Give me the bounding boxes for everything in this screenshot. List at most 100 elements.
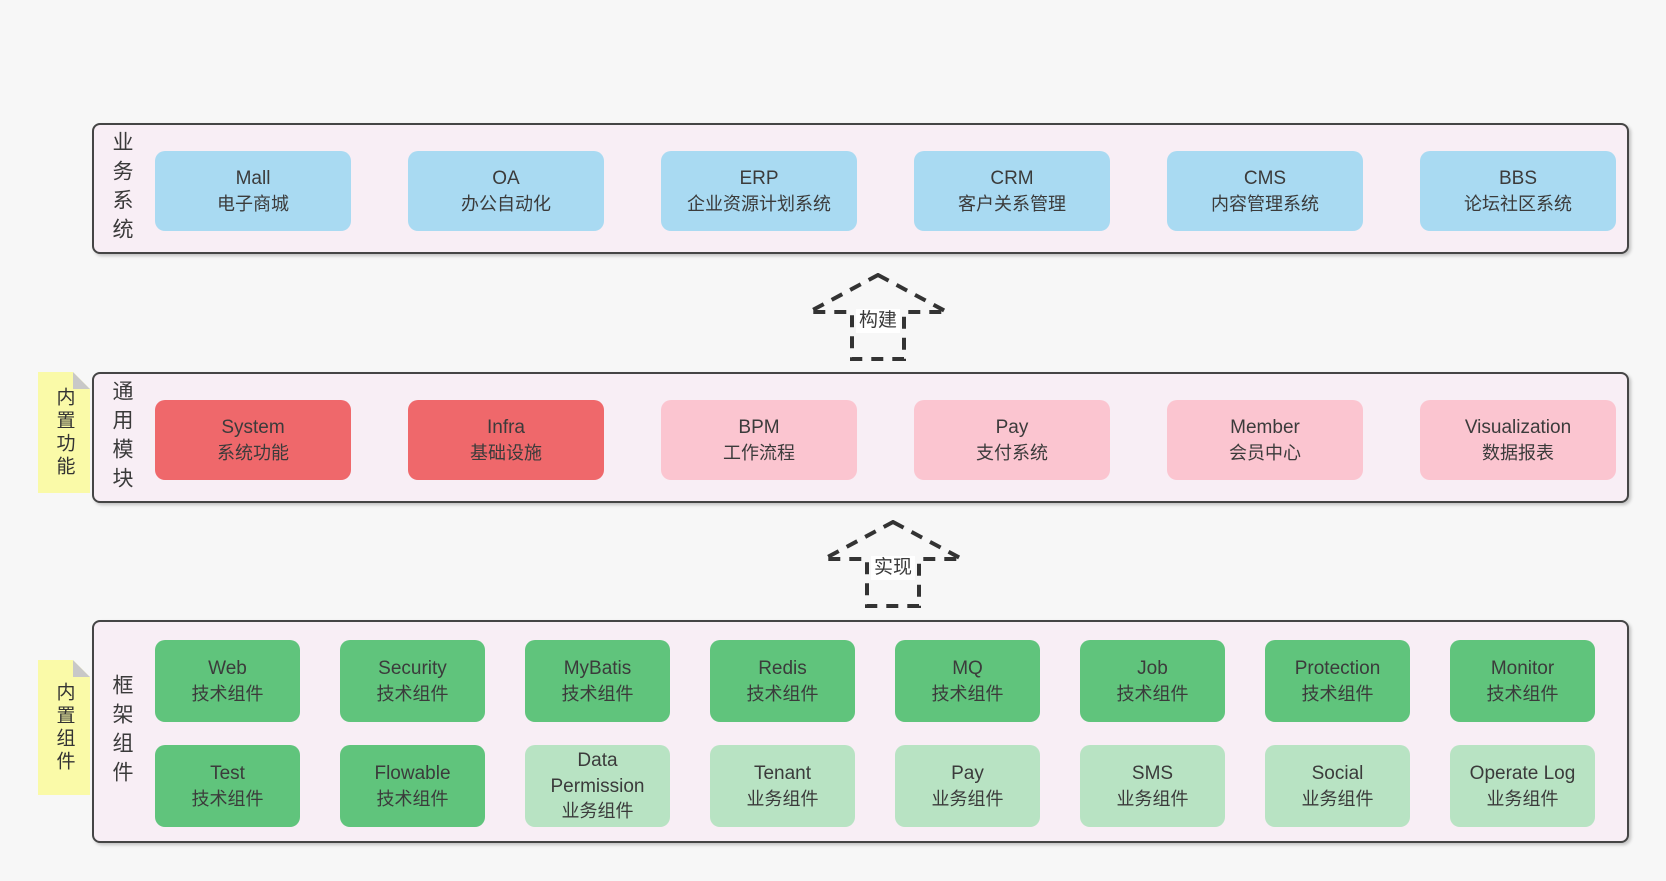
- module-box-monitor: Monitor 技术组件: [1450, 640, 1595, 722]
- box-title: Pay: [995, 417, 1029, 439]
- module-box-redis: Redis 技术组件: [710, 640, 855, 722]
- box-title: Mall: [235, 168, 271, 190]
- arrow-label: 构建: [855, 309, 901, 333]
- box-subtitle: 客户关系管理: [958, 193, 1066, 214]
- box-subtitle: 支付系统: [976, 442, 1048, 463]
- box-title: OA: [492, 168, 520, 190]
- layer-label: 业务系统: [110, 130, 133, 247]
- dashed-up-arrow-icon: [808, 273, 948, 361]
- box-subtitle: 技术组件: [561, 683, 634, 704]
- box-title: Tenant: [753, 763, 812, 785]
- box-subtitle: 论坛社区系统: [1464, 193, 1572, 214]
- box-title: MyBatis: [563, 658, 632, 680]
- box-title: BPM: [738, 417, 780, 439]
- sticky-label: 内置组件: [53, 681, 75, 774]
- box-subtitle: 业务组件: [746, 788, 819, 809]
- layer-framework-components: 内置组件 框架组件 Web 技术组件 Security 技术组件 MyBatis 技术组件…: [0, 620, 1666, 843]
- module-box-test: Test 技术组件: [155, 745, 300, 827]
- box-subtitle: 业务组件: [1116, 788, 1189, 809]
- sticky-note-builtin-components: 内置组件: [38, 660, 90, 795]
- box-title: System: [221, 417, 285, 439]
- box-subtitle: 系统功能: [217, 442, 289, 463]
- box-subtitle: 技术组件: [376, 683, 449, 704]
- box-title: Test: [210, 763, 245, 785]
- layer-label: 通用模块: [110, 379, 133, 496]
- sticky-label: 内置功能: [53, 386, 75, 479]
- sticky-fold-icon: [73, 372, 90, 389]
- module-box-infra: Infra 基础设施: [408, 400, 604, 480]
- box-title: Pay: [951, 763, 984, 785]
- module-box-protection: Protection 技术组件: [1265, 640, 1410, 722]
- box-title: CRM: [990, 168, 1034, 190]
- module-box-flowable: Flowable 技术组件: [340, 745, 485, 827]
- module-box-oa: OA 办公自动化: [408, 151, 604, 231]
- module-box-job: Job 技术组件: [1080, 640, 1225, 722]
- box-subtitle: 办公自动化: [461, 193, 551, 214]
- box-title: Flowable: [374, 763, 451, 785]
- box-title: Security: [378, 658, 447, 680]
- box-subtitle: 业务组件: [561, 801, 634, 822]
- box-subtitle: 技术组件: [1116, 683, 1189, 704]
- box-subtitle: 业务组件: [931, 788, 1004, 809]
- box-title: Job: [1137, 658, 1168, 680]
- layer-label: 框架组件: [110, 673, 133, 790]
- module-box-security: Security 技术组件: [340, 640, 485, 722]
- module-box-bbs: BBS 论坛社区系统: [1420, 151, 1616, 231]
- box-subtitle: 技术组件: [1301, 683, 1374, 704]
- box-subtitle: 基础设施: [470, 442, 542, 463]
- box-subtitle: 技术组件: [746, 683, 819, 704]
- module-box-crm: CRM 客户关系管理: [914, 151, 1110, 231]
- arrow-up-build: 构建: [807, 273, 949, 361]
- box-subtitle: 技术组件: [931, 683, 1004, 704]
- box-title: CMS: [1243, 168, 1287, 190]
- box-subtitle: 内容管理系统: [1211, 193, 1319, 214]
- module-box-tenant: Tenant 业务组件: [710, 745, 855, 827]
- box-title: Member: [1230, 417, 1300, 439]
- box-title: ERP: [739, 168, 779, 190]
- box-subtitle: 技术组件: [191, 788, 264, 809]
- box-title: Infra: [486, 417, 526, 439]
- module-box-web: Web 技术组件: [155, 640, 300, 722]
- box-subtitle: 技术组件: [376, 788, 449, 809]
- module-box-pay: Pay 支付系统: [914, 400, 1110, 480]
- module-box-data-permission: Data Permission 业务组件: [525, 745, 670, 827]
- box-title: Data Permission: [550, 750, 645, 797]
- box-title: SMS: [1131, 763, 1174, 785]
- module-box-system: System 系统功能: [155, 400, 351, 480]
- box-subtitle: 会员中心: [1229, 442, 1301, 463]
- box-subtitle: 技术组件: [1486, 683, 1559, 704]
- module-box-member: Member 会员中心: [1167, 400, 1363, 480]
- dashed-up-arrow-icon: [823, 520, 963, 608]
- arrow-label: 实现: [870, 556, 916, 580]
- box-subtitle: 业务组件: [1486, 788, 1559, 809]
- arrow-up-implement: 实现: [822, 520, 964, 608]
- module-box-operate-log: Operate Log 业务组件: [1450, 745, 1595, 827]
- box-title: Monitor: [1490, 658, 1555, 680]
- box-title: Web: [208, 658, 247, 680]
- box-title: Visualization: [1464, 417, 1572, 439]
- box-title: Operate Log: [1469, 763, 1576, 785]
- box-title: BBS: [1498, 168, 1538, 190]
- box-subtitle: 技术组件: [191, 683, 264, 704]
- module-box-sms: SMS 业务组件: [1080, 745, 1225, 827]
- box-subtitle: 业务组件: [1301, 788, 1374, 809]
- box-title: Protection: [1294, 658, 1381, 680]
- box-title: Redis: [758, 658, 807, 680]
- box-subtitle: 数据报表: [1482, 442, 1554, 463]
- module-box-pay: Pay 业务组件: [895, 745, 1040, 827]
- module-box-visualization: Visualization 数据报表: [1420, 400, 1616, 480]
